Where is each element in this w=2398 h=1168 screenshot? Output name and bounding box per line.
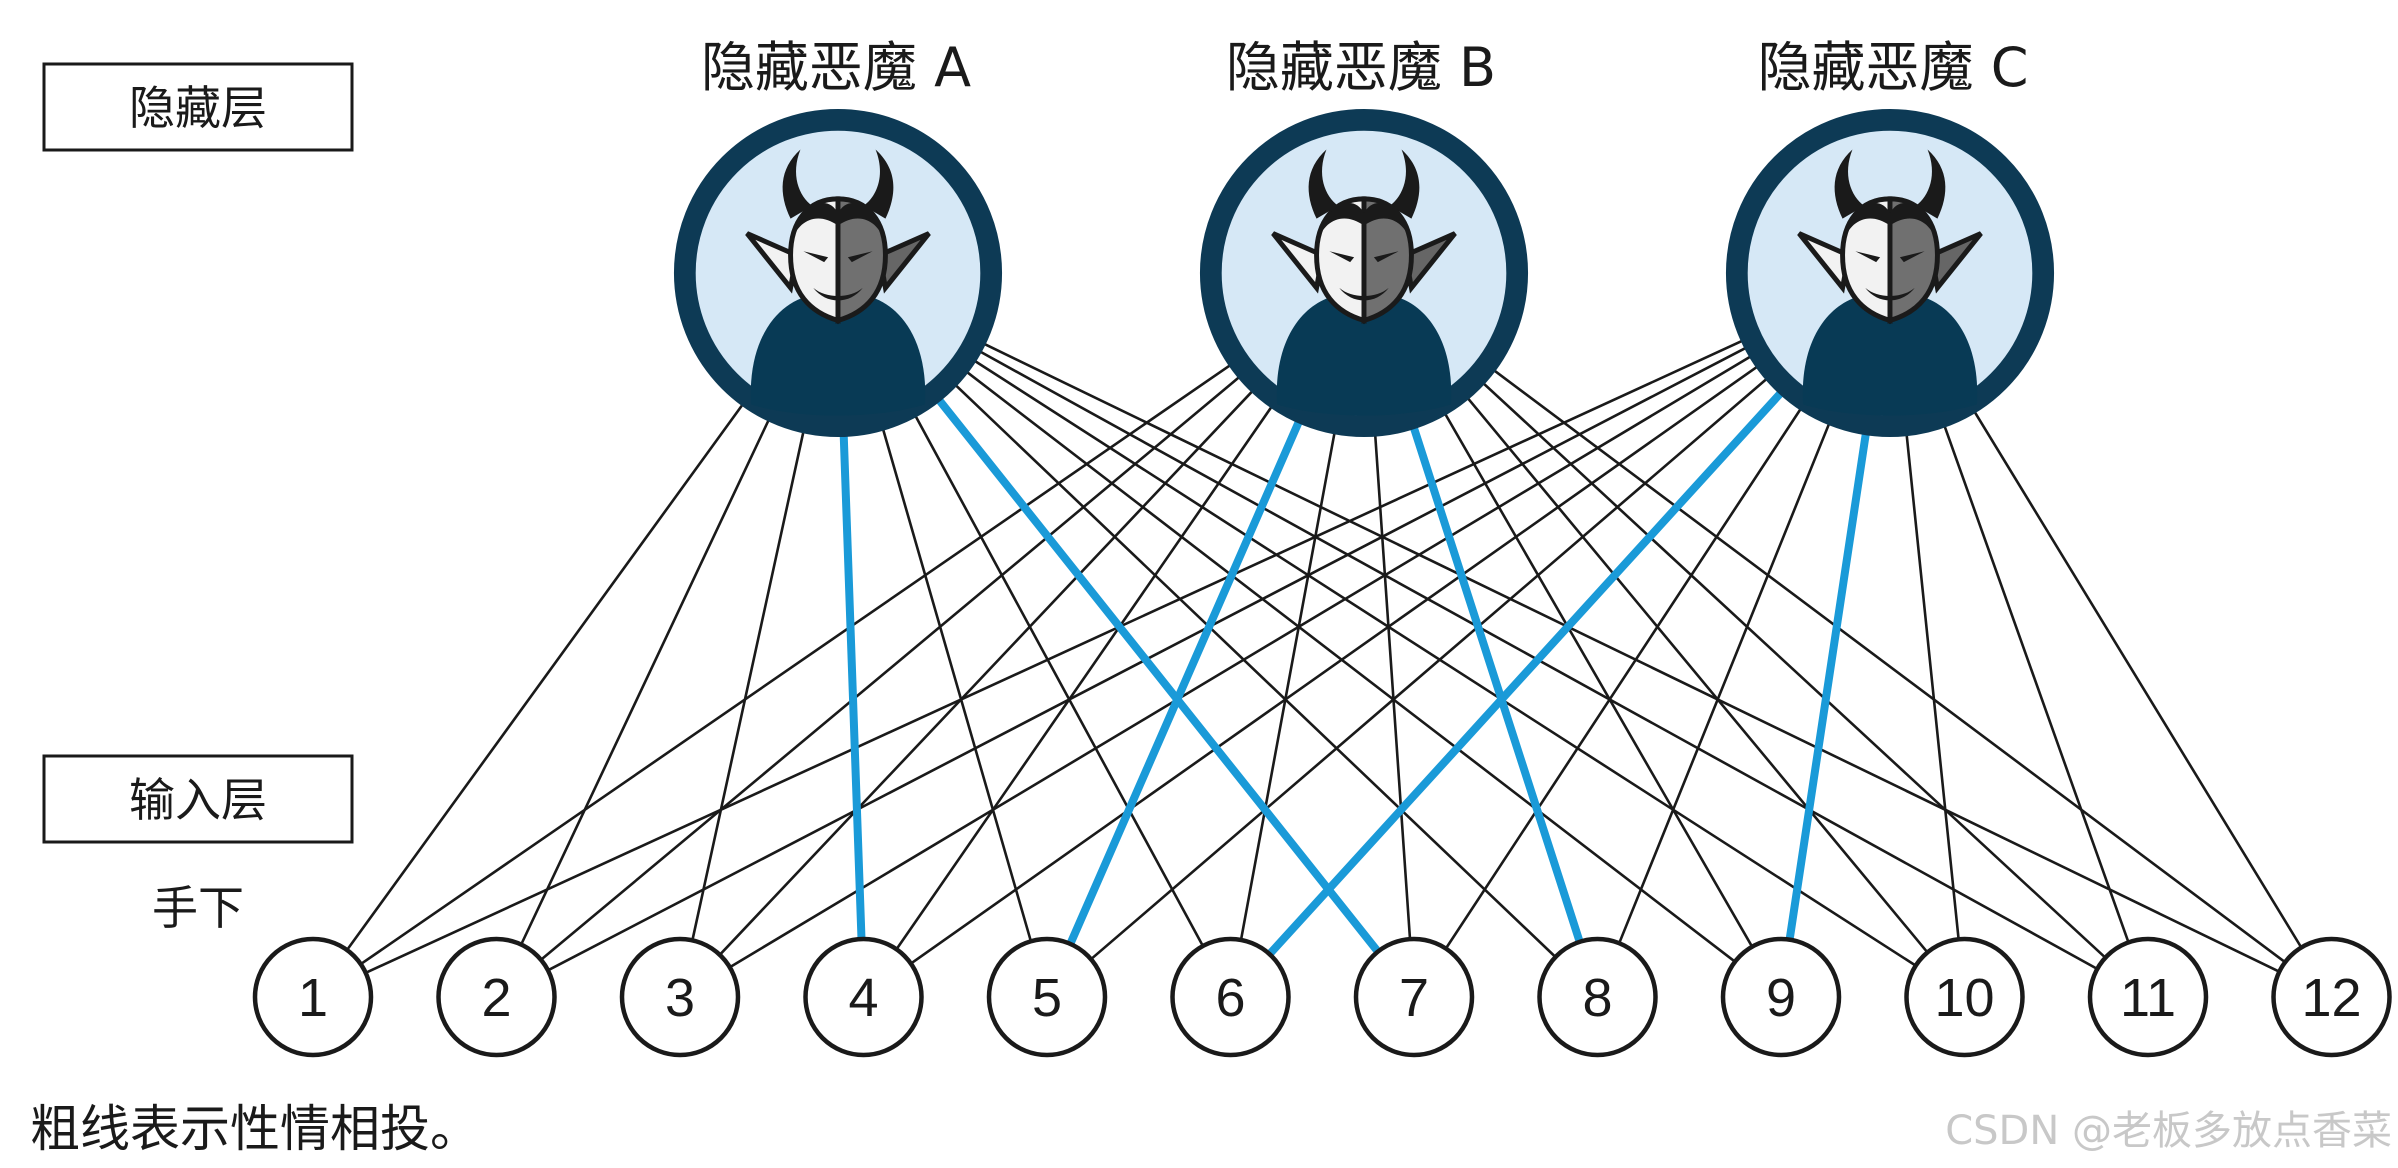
input-node-label: 3 xyxy=(665,968,695,1028)
input-node-label: 9 xyxy=(1766,968,1796,1028)
connection-line xyxy=(521,420,769,945)
connection-lines xyxy=(347,341,2301,973)
input-node-label: 8 xyxy=(1582,968,1612,1028)
input-node-label: 11 xyxy=(2120,968,2176,1028)
caption: 粗线表示性情相投。 xyxy=(30,1100,480,1158)
connection-line xyxy=(1494,370,2285,962)
input-node-label: 6 xyxy=(1215,968,1245,1028)
connection-line xyxy=(955,385,1555,957)
thick-connection-line xyxy=(844,435,862,939)
connection-line xyxy=(974,361,1915,966)
input-node-label: 5 xyxy=(1032,968,1062,1028)
input-layer-label: 输入层 xyxy=(129,773,267,827)
input-node: 10 xyxy=(1907,939,2023,1055)
connection-line xyxy=(1907,434,1959,939)
input-node: 5 xyxy=(989,939,1105,1055)
input-node: 1 xyxy=(255,939,371,1055)
connection-line xyxy=(730,356,1751,967)
input-node-label: 10 xyxy=(1934,968,1994,1028)
connection-line xyxy=(720,391,1253,955)
hidden-layer: 隐藏恶魔 A 隐藏恶魔 B 隐藏恶魔 C xyxy=(685,36,2043,426)
connection-line xyxy=(1375,435,1410,939)
input-node-label: 1 xyxy=(298,968,328,1028)
connection-line xyxy=(1446,408,1801,948)
input-node: 7 xyxy=(1356,939,1472,1055)
devil-icon xyxy=(685,120,991,426)
input-node: 2 xyxy=(439,939,555,1055)
input-node: 3 xyxy=(622,939,738,1055)
devil-icon xyxy=(1737,120,2043,426)
watermark: CSDN @老板多放点香菜 xyxy=(1945,1108,2392,1154)
input-node: 8 xyxy=(1540,939,1656,1055)
input-node: 12 xyxy=(2274,939,2390,1055)
input-node: 4 xyxy=(806,939,922,1055)
hidden-node-label-c: 隐藏恶魔 C xyxy=(1758,36,2029,99)
input-node-label: 4 xyxy=(848,968,878,1028)
connection-line xyxy=(1483,383,2105,958)
connection-line xyxy=(347,404,743,950)
connection-line xyxy=(883,429,1031,942)
connection-line xyxy=(692,431,803,940)
input-node: 6 xyxy=(1173,939,1289,1055)
input-node: 11 xyxy=(2090,939,2206,1055)
connection-line xyxy=(967,372,1736,962)
thick-connection-line xyxy=(939,400,1378,952)
hidden-node-label-a: 隐藏恶魔 A xyxy=(701,36,971,99)
input-node-label: 12 xyxy=(2301,968,2361,1028)
devil-icon xyxy=(1211,120,1517,426)
hidden-node-label-b: 隐藏恶魔 B xyxy=(1226,36,1496,99)
subordinates-label: 手下 xyxy=(152,881,244,935)
hidden-layer-label: 隐藏层 xyxy=(129,81,267,135)
input-node-label: 2 xyxy=(481,968,511,1028)
input-node-label: 7 xyxy=(1399,968,1429,1028)
connection-line xyxy=(1944,426,2128,943)
thick-connection-line xyxy=(1270,393,1781,954)
connection-line xyxy=(984,344,2280,972)
connection-line xyxy=(1974,411,2301,947)
thick-connection-line xyxy=(1070,421,1299,944)
connection-line xyxy=(1241,432,1335,940)
input-node: 9 xyxy=(1723,939,1839,1055)
connection-line xyxy=(1445,413,1752,946)
